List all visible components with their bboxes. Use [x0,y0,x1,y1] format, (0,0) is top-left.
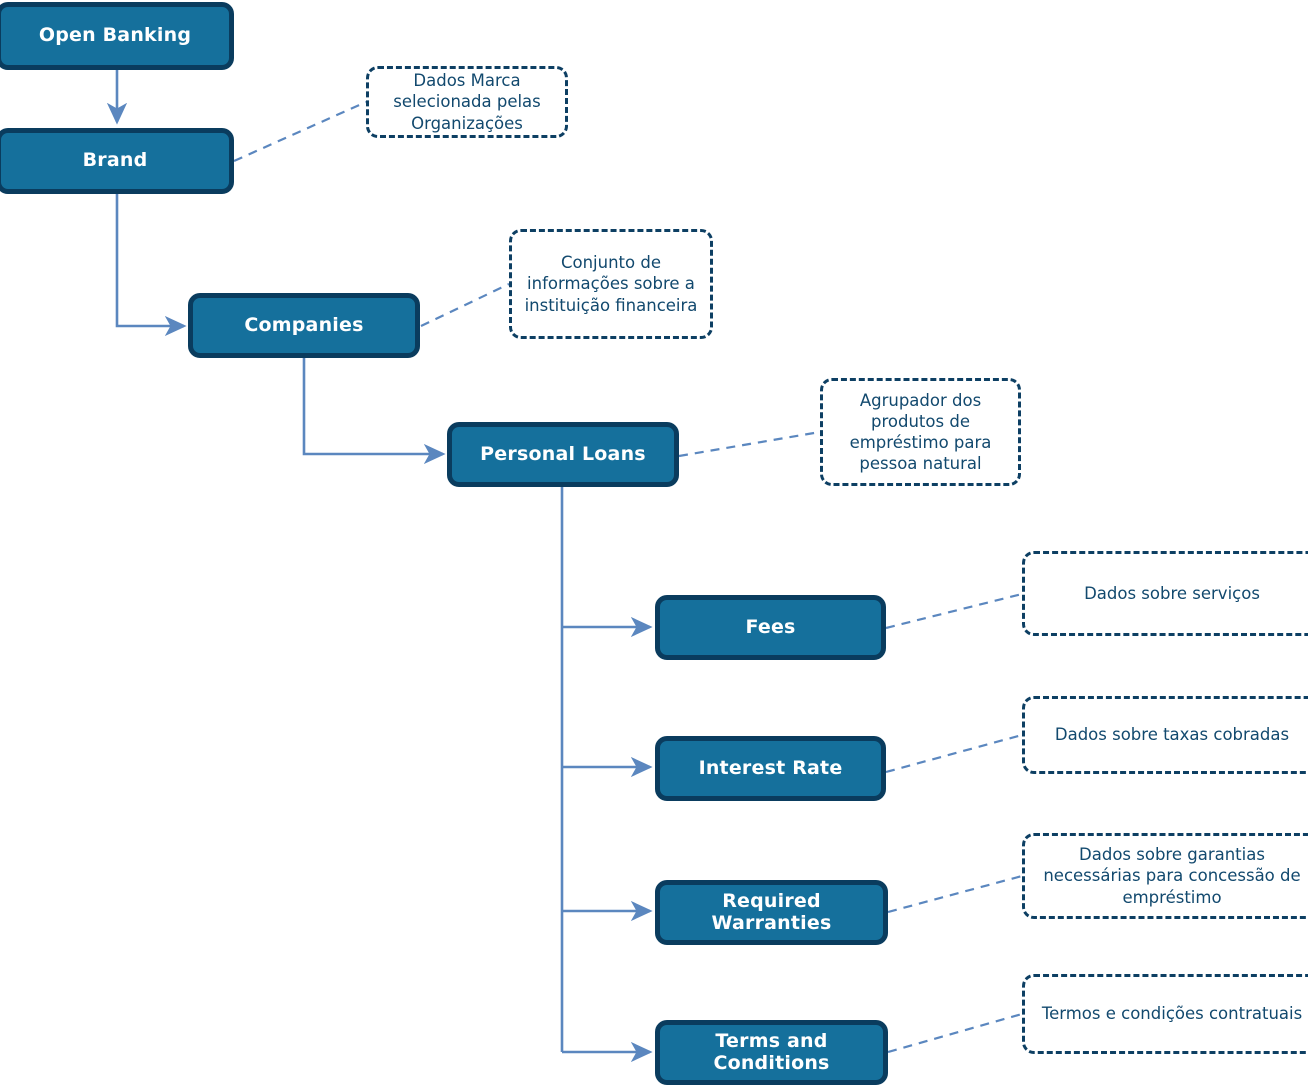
edge-companies-to-personal-loans [302,357,446,465]
note-personal-loans-text: Agrupador dos produtos de empréstimo par… [849,390,992,474]
leader-interest-rate-to-note [885,733,1023,774]
note-required-warranties: Dados sobre garantias necessárias para c… [1022,833,1308,919]
node-interest-rate-label: Interest Rate [698,756,843,779]
leader-terms-to-note [887,1012,1023,1054]
note-brand: Dados Marca selecionada pelas Organizaçõ… [366,66,568,138]
node-terms-and-conditions-label: Terms and Conditions [713,1029,830,1074]
note-companies: Conjunto de informações sobre a institui… [509,229,713,339]
node-brand[interactable]: Brand [0,128,234,194]
note-fees-text: Dados sobre serviços [1084,583,1260,603]
note-fees: Dados sobre serviços [1022,551,1308,636]
note-interest-rate-text: Dados sobre taxas cobradas [1054,725,1290,745]
node-companies-label: Companies [244,313,364,336]
node-companies[interactable]: Companies [188,293,420,358]
edge-brand-to-companies [115,192,187,337]
node-fees-label: Fees [745,615,796,638]
note-companies-text: Conjunto de informações sobre a institui… [524,253,698,315]
node-interest-rate[interactable]: Interest Rate [655,736,886,801]
node-terms-and-conditions[interactable]: Terms and Conditions [655,1020,888,1085]
leader-fees-to-note [885,592,1023,630]
note-brand-text: Dados Marca selecionada pelas Organizaçõ… [393,71,541,133]
node-required-warranties[interactable]: Required Warranties [655,880,888,945]
note-terms-and-conditions-text: Termos e condições contratuais [1041,1004,1303,1024]
note-required-warranties-text: Dados sobre garantias necessárias para c… [1043,845,1301,907]
node-open-banking-label: Open Banking [38,24,192,47]
leader-personal-loans-to-note [678,430,821,458]
node-personal-loans-label: Personal Loans [480,442,646,465]
node-required-warranties-label: Required Warranties [711,889,832,934]
note-terms-and-conditions: Termos e condições contratuais [1022,974,1308,1054]
leader-companies-to-note [420,283,510,327]
node-brand-label: Brand [82,149,148,172]
leader-required-warranties-to-note [887,874,1023,914]
note-personal-loans: Agrupador dos produtos de empréstimo par… [820,378,1021,486]
note-interest-rate: Dados sobre taxas cobradas [1022,696,1308,774]
leader-brand-to-note [233,100,367,163]
node-personal-loans[interactable]: Personal Loans [447,422,679,487]
node-fees[interactable]: Fees [655,595,886,660]
node-open-banking[interactable]: Open Banking [0,2,234,70]
